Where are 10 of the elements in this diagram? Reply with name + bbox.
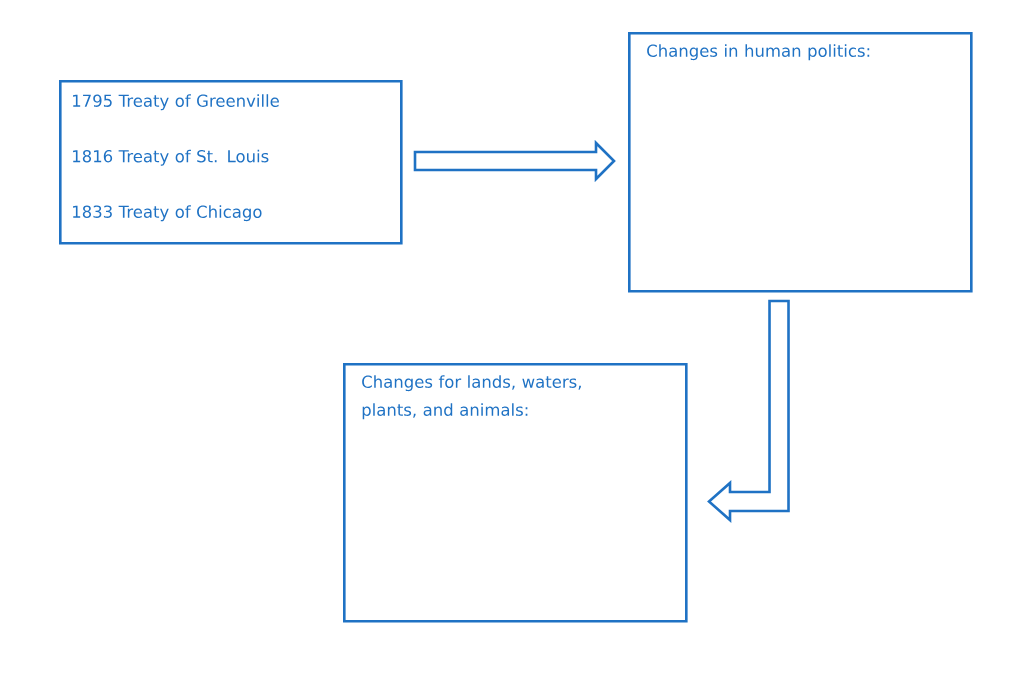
hollow-arrow	[413, 139, 616, 183]
heading-text: Changes in human politics:	[647, 44, 870, 61]
list-item-text: 1833 Treaty of Chicago	[73, 205, 262, 222]
heading-text: Changes for lands, waters, plants, and animals:	[362, 375, 581, 420]
hollow-arrow	[707, 299, 790, 523]
list-item-text: 1795 Treaty of Greenville	[73, 94, 279, 111]
text-box	[59, 80, 403, 245]
list-item-text: 1816 Treaty of St. Louis	[73, 149, 269, 166]
text-box	[628, 32, 973, 293]
text-box	[343, 363, 688, 623]
